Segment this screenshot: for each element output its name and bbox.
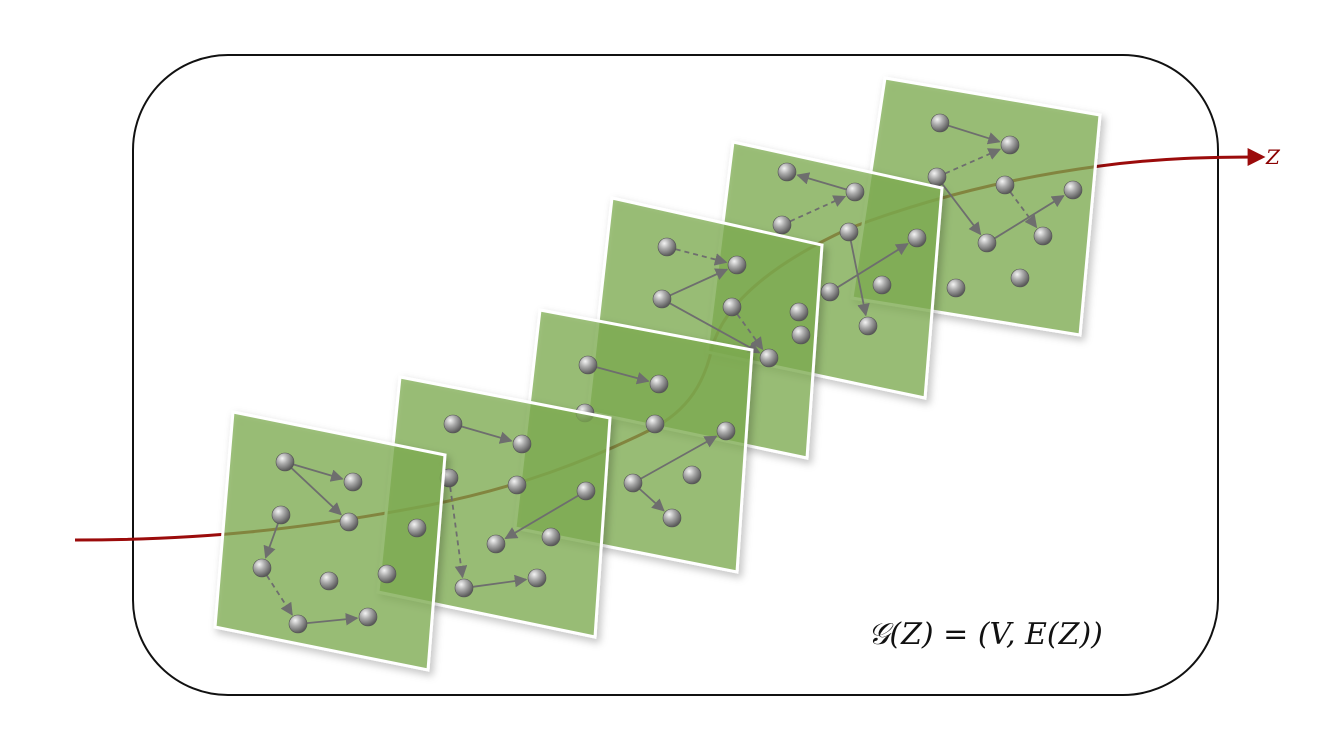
dashed-edge-arrow	[789, 195, 847, 223]
sphere-node-icon	[527, 568, 547, 588]
sphere-node-icon	[722, 297, 742, 317]
edge-arrow	[849, 240, 870, 317]
edge-arrow	[796, 172, 847, 191]
edge-arrow	[669, 268, 729, 297]
edge-arrow	[948, 124, 1001, 145]
diagram-frame	[132, 54, 1219, 696]
sphere-node-icon	[541, 527, 561, 547]
sphere-node-icon	[486, 534, 506, 554]
sphere-node-icon	[512, 434, 532, 454]
sphere-node-icon	[319, 571, 339, 591]
sphere-node-icon	[645, 414, 665, 434]
edge-arrow	[994, 195, 1065, 240]
edge-arrow	[306, 612, 359, 626]
sphere-node-icon	[946, 278, 966, 298]
sphere-node-icon	[649, 374, 669, 394]
edge-arrow	[596, 366, 650, 385]
sphere-node-icon	[930, 113, 950, 133]
sphere-node-icon	[820, 282, 840, 302]
sphere-node-icon	[789, 302, 809, 322]
sphere-node-icon	[576, 481, 596, 501]
sphere-node-icon	[443, 414, 463, 434]
dashed-edge-arrow	[449, 486, 468, 579]
dashed-edge-arrow	[944, 148, 1002, 175]
sphere-node-icon	[578, 355, 598, 375]
sphere-node-icon	[927, 167, 947, 187]
sphere-node-icon	[1033, 226, 1053, 246]
sphere-node-icon	[995, 175, 1015, 195]
sphere-node-icon	[772, 215, 792, 235]
edge-arrow	[941, 183, 982, 236]
sphere-node-icon	[377, 564, 397, 584]
sphere-node-icon	[662, 508, 682, 528]
sphere-node-icon	[682, 465, 702, 485]
edge-arrow	[290, 467, 342, 516]
sphere-node-icon	[623, 473, 643, 493]
sphere-node-icon	[759, 348, 779, 368]
graph-formula: 𝒢(Z) = (V, E(Z))	[868, 617, 1103, 652]
sphere-node-icon	[845, 182, 865, 202]
axis-label: Z	[1265, 145, 1281, 169]
sphere-node-icon	[454, 578, 474, 598]
sphere-node-icon	[872, 275, 892, 295]
edge-arrow	[472, 574, 528, 588]
sphere-node-icon	[777, 162, 797, 182]
edge-arrow	[263, 523, 279, 559]
sphere-node-icon	[716, 421, 736, 441]
sphere-node-icon	[339, 512, 359, 532]
dashed-edge-arrow	[266, 575, 293, 616]
sphere-node-icon	[252, 558, 272, 578]
sphere-node-icon	[652, 289, 672, 309]
sphere-node-icon	[1063, 180, 1083, 200]
sphere-node-icon	[791, 325, 811, 345]
edge-arrow	[504, 494, 579, 540]
sphere-node-icon	[727, 255, 747, 275]
sphere-node-icon	[907, 228, 927, 248]
edge-arrow	[669, 302, 761, 354]
sphere-node-icon	[977, 233, 997, 253]
dashed-edge-arrow	[1009, 191, 1038, 229]
sphere-node-icon	[839, 222, 859, 242]
sphere-node-icon	[858, 316, 878, 336]
sphere-node-icon	[275, 452, 295, 472]
edge-arrow	[639, 488, 665, 512]
sphere-node-icon	[288, 614, 308, 634]
edge-arrow	[837, 243, 909, 289]
edge-arrow	[640, 435, 718, 480]
graph-layers	[213, 76, 1102, 672]
dashed-edge-arrow	[736, 313, 764, 351]
layer-plane	[213, 410, 447, 672]
sphere-node-icon	[343, 472, 363, 492]
edge-arrow	[293, 463, 344, 482]
sphere-node-icon	[358, 607, 378, 627]
sphere-node-icon	[507, 475, 527, 495]
sphere-node-icon	[1010, 268, 1030, 288]
sphere-node-icon	[1000, 135, 1020, 155]
sphere-node-icon	[271, 505, 291, 525]
sphere-node-icon	[407, 518, 427, 538]
sphere-node-icon	[657, 237, 677, 257]
edge-arrow	[461, 425, 513, 444]
graph-layer	[213, 410, 447, 672]
